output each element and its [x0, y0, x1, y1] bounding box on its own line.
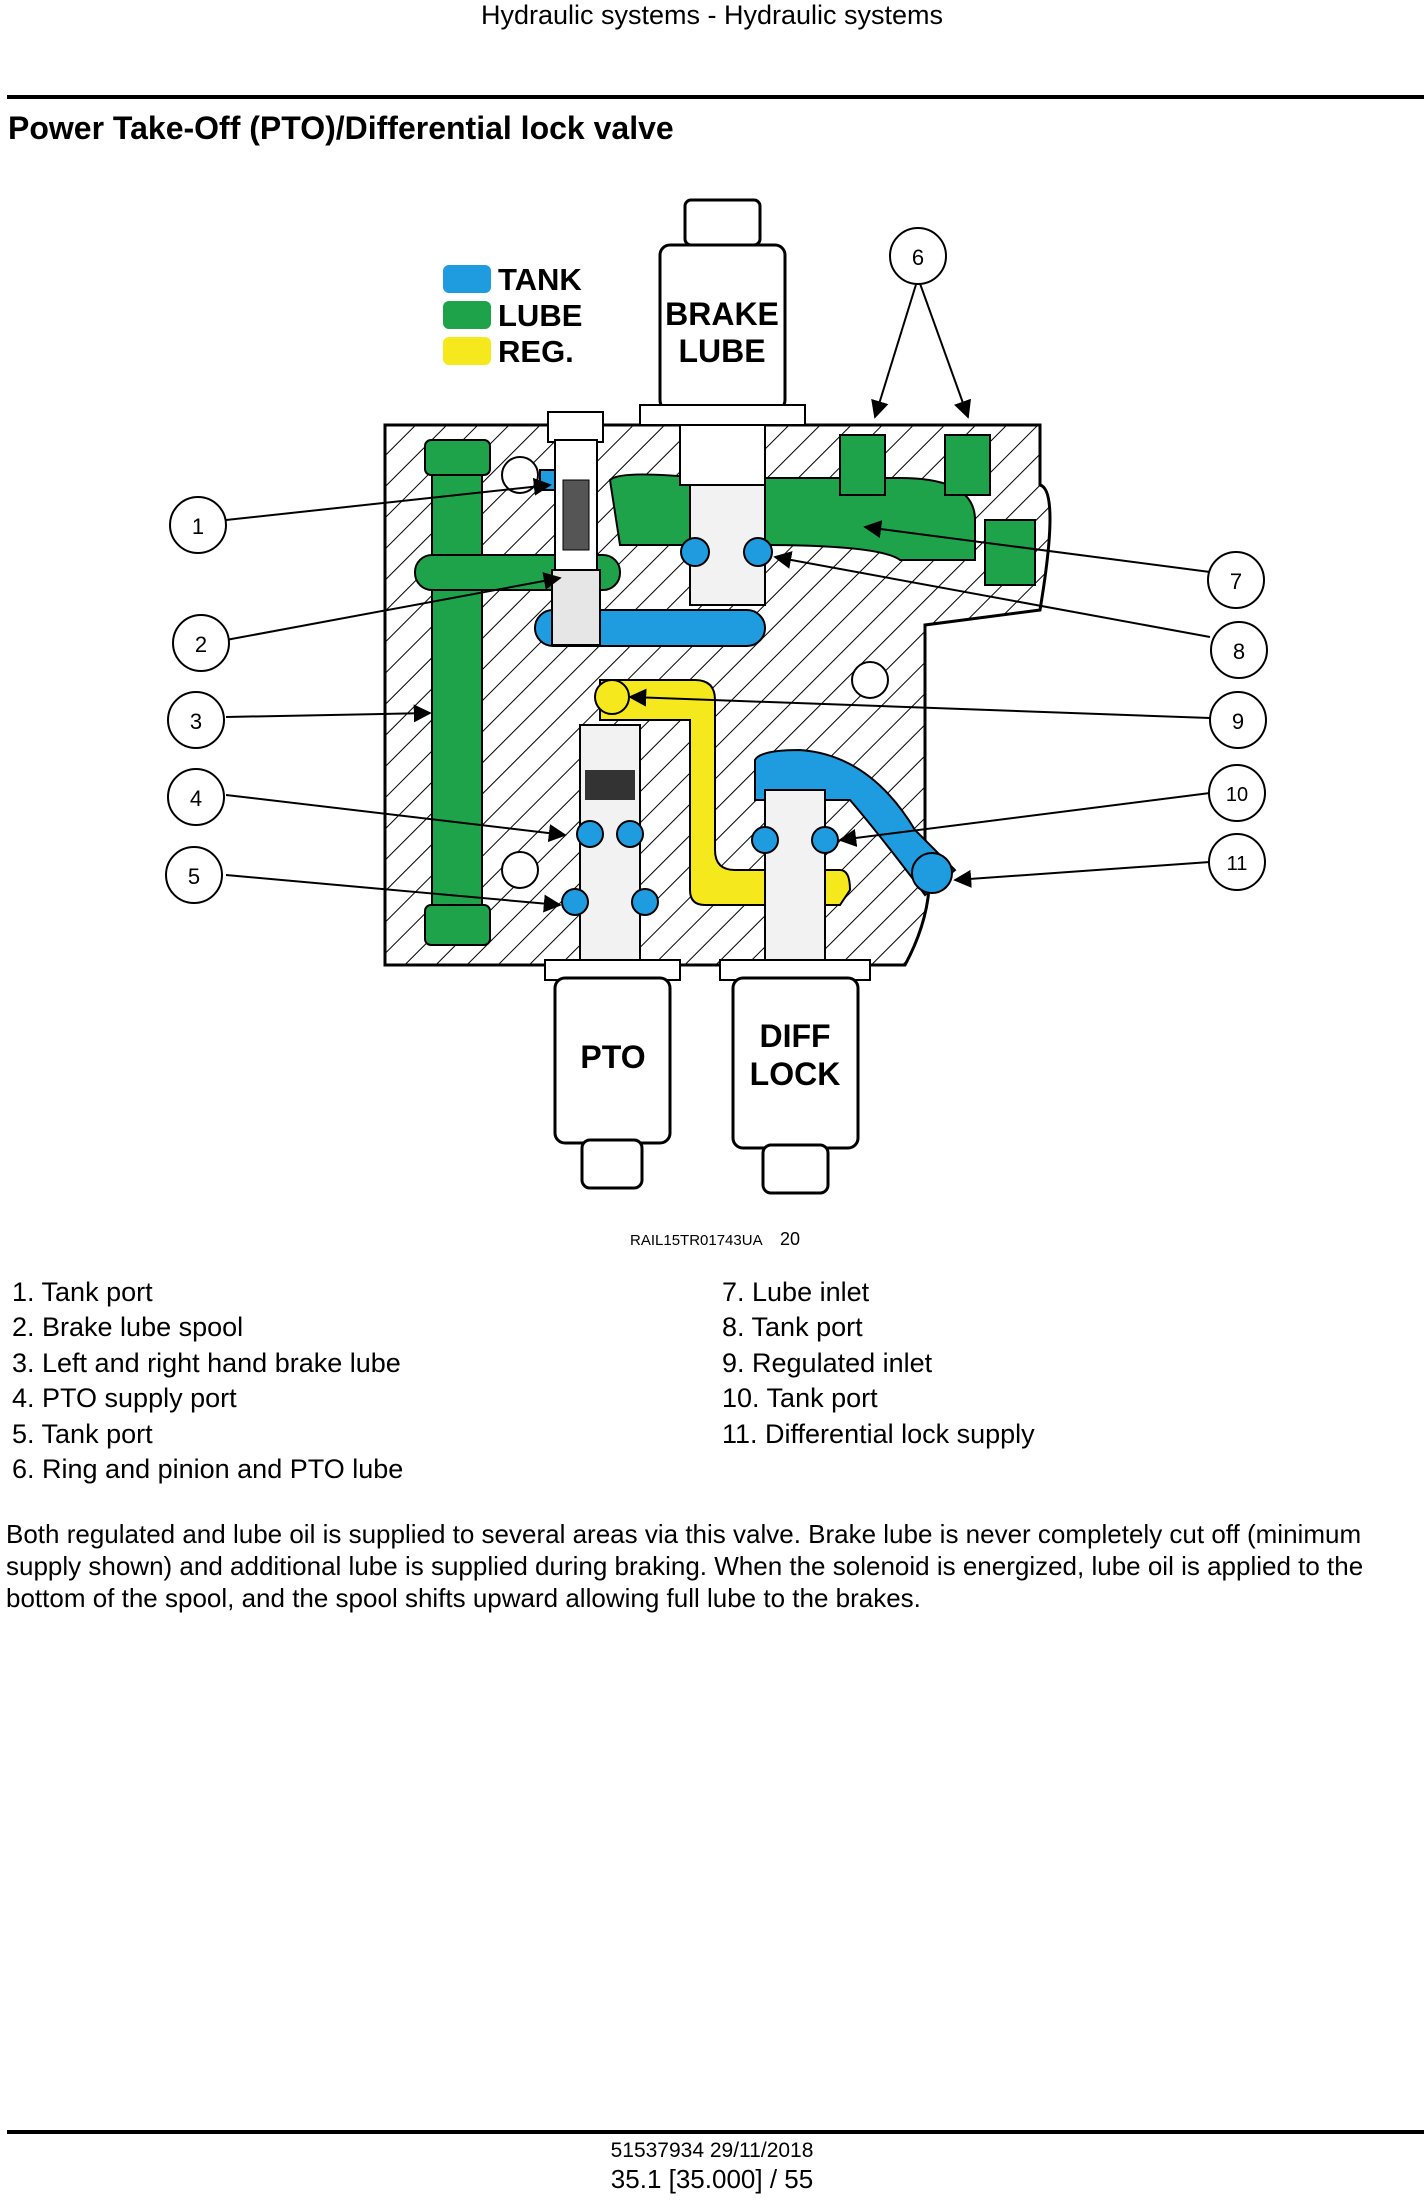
legend-item: 7. Lube inlet: [722, 1277, 870, 1307]
legend-list-right: 7. Lube inlet 8. Tank port 9. Regulated …: [722, 1275, 1035, 1452]
page-title: Power Take-Off (PTO)/Differential lock v…: [8, 110, 674, 146]
callout-11: 11: [1208, 833, 1266, 891]
callout-5: 5: [165, 846, 223, 904]
header-rule: [7, 95, 1424, 99]
svg-text:8: 8: [1233, 639, 1245, 664]
legend-item: 3. Left and right hand brake lube: [12, 1347, 401, 1378]
callout-6: 6: [889, 227, 947, 285]
svg-text:3: 3: [190, 709, 202, 734]
diff-label-2: LOCK: [750, 1056, 841, 1092]
brake-lube-spool: [551, 569, 601, 646]
footer-rule: [7, 2130, 1424, 2134]
callout-2: 2: [172, 614, 230, 672]
svg-text:9: 9: [1232, 709, 1244, 734]
callout-1: 1: [169, 496, 227, 554]
svg-text:5: 5: [188, 864, 200, 889]
lube-swatch: [443, 301, 491, 329]
callout-9: 9: [1209, 691, 1267, 749]
legend-item: 11. Differential lock supply: [722, 1418, 1035, 1449]
running-header: Hydraulic systems - Hydraulic systems: [480, 0, 944, 30]
reg-legend-label: REG.: [498, 334, 574, 369]
legend-item: 5. Tank port: [12, 1418, 153, 1449]
reg-swatch: [443, 337, 491, 365]
svg-text:6: 6: [912, 245, 924, 270]
svg-text:7: 7: [1230, 569, 1242, 594]
callout-8: 8: [1210, 621, 1268, 679]
svg-text:1: 1: [192, 514, 204, 539]
pto-label: PTO: [580, 1039, 645, 1075]
figure-number: 20: [780, 1229, 801, 1249]
callout-3: 3: [167, 691, 225, 749]
figure-id: RAIL15TR01743UA: [630, 1232, 763, 1249]
brake-label-1: BRAKE: [665, 296, 779, 332]
legend-item: 6. Ring and pinion and PTO lube: [12, 1454, 404, 1485]
footer-page-ref: 35.1 [35.000] / 55: [610, 2164, 814, 2194]
callout-7: 7: [1207, 551, 1265, 609]
legend-item: 8. Tank port: [722, 1312, 863, 1343]
legend-list-left: 1. Tank port 2. Brake lube spool 3. Left…: [12, 1275, 403, 1487]
svg-text:4: 4: [190, 786, 202, 811]
valve-diagram: BRAKE LUBE PTO DIFF LOCK TANK LUBE REG.: [165, 198, 1268, 1195]
callout-4: 4: [167, 768, 225, 826]
diff-lock-supply-channel: [754, 748, 957, 897]
diff-label-1: DIFF: [759, 1018, 830, 1054]
flow-color-legend: TANK LUBE REG.: [443, 262, 582, 369]
tank-legend-label: TANK: [498, 262, 582, 297]
tank-swatch: [443, 265, 491, 293]
brake-lube-channel: [431, 439, 483, 946]
legend-item: 2. Brake lube spool: [12, 1312, 244, 1343]
lube-legend-label: LUBE: [498, 298, 582, 333]
tank-port-bolt: [547, 411, 604, 443]
svg-text:2: 2: [195, 632, 207, 657]
footer-doc-ref: 51537934 29/11/2018: [610, 2139, 814, 2162]
brake-label-2: LUBE: [678, 333, 765, 369]
svg-text:11: 11: [1227, 853, 1248, 875]
callout-10: 10: [1208, 764, 1266, 822]
body-paragraph: Both regulated and lube oil is supplied …: [6, 1519, 1364, 1613]
legend-item: 1. Tank port: [12, 1277, 153, 1307]
svg-text:10: 10: [1226, 784, 1248, 806]
legend-item: 4. PTO supply port: [12, 1383, 237, 1414]
legend-item: 10. Tank port: [722, 1383, 878, 1414]
legend-item: 9. Regulated inlet: [722, 1347, 933, 1378]
